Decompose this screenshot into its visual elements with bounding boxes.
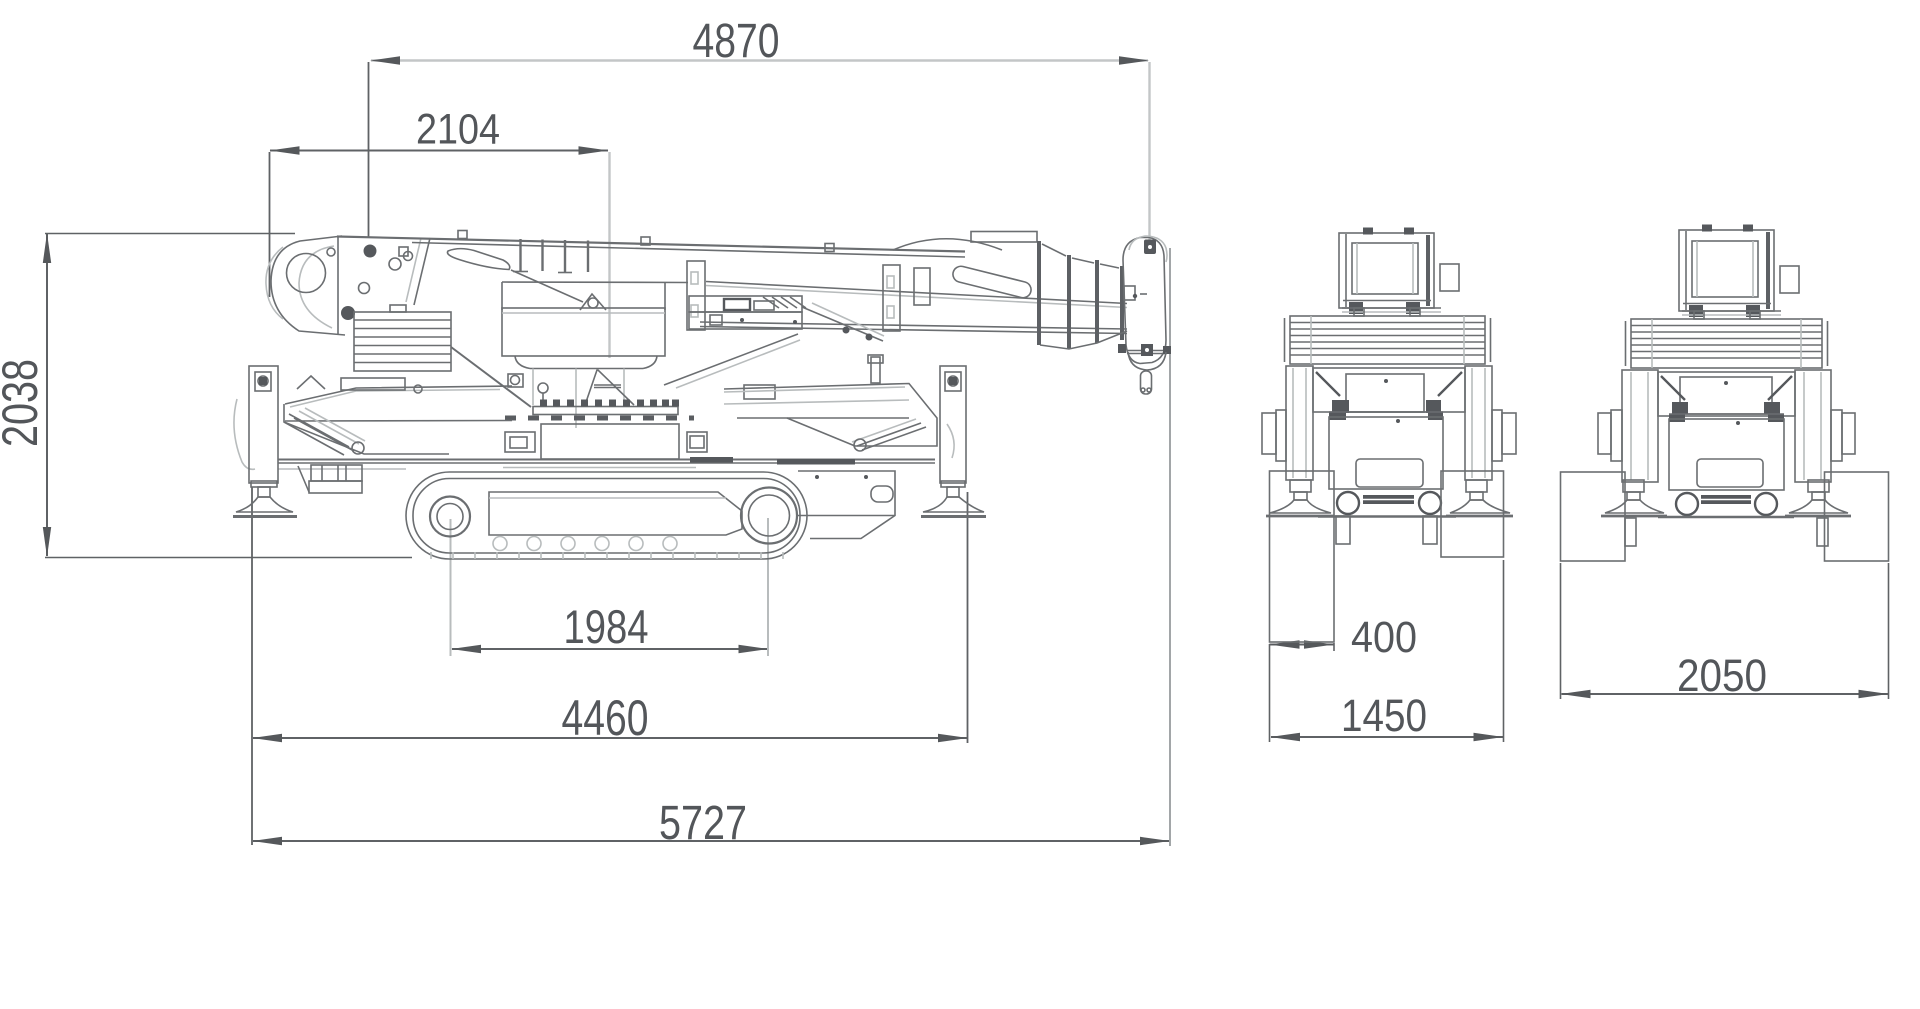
svg-text:400: 400 xyxy=(1351,613,1417,662)
svg-text:4870: 4870 xyxy=(693,15,780,68)
svg-text:4460: 4460 xyxy=(562,690,649,746)
svg-text:1984: 1984 xyxy=(564,600,649,653)
svg-text:2038: 2038 xyxy=(0,359,48,447)
svg-text:5727: 5727 xyxy=(659,797,747,850)
svg-text:1450: 1450 xyxy=(1341,690,1427,741)
svg-text:2050: 2050 xyxy=(1677,650,1767,701)
svg-text:2104: 2104 xyxy=(416,106,500,154)
